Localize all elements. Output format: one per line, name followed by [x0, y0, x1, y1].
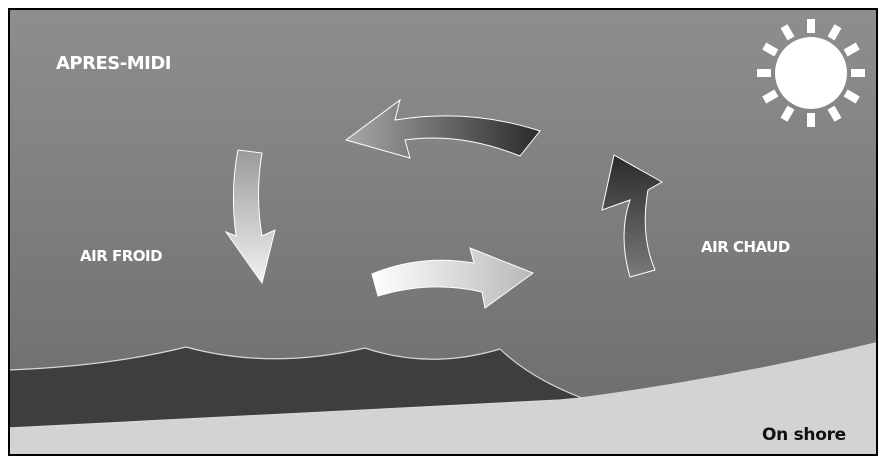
warm-air-label: AIR CHAUD — [701, 238, 790, 256]
cold-air-label: AIR FROID — [80, 247, 162, 265]
time-of-day-label: APRES-MIDI — [56, 53, 171, 74]
breeze-type-label: On shore — [762, 425, 846, 445]
